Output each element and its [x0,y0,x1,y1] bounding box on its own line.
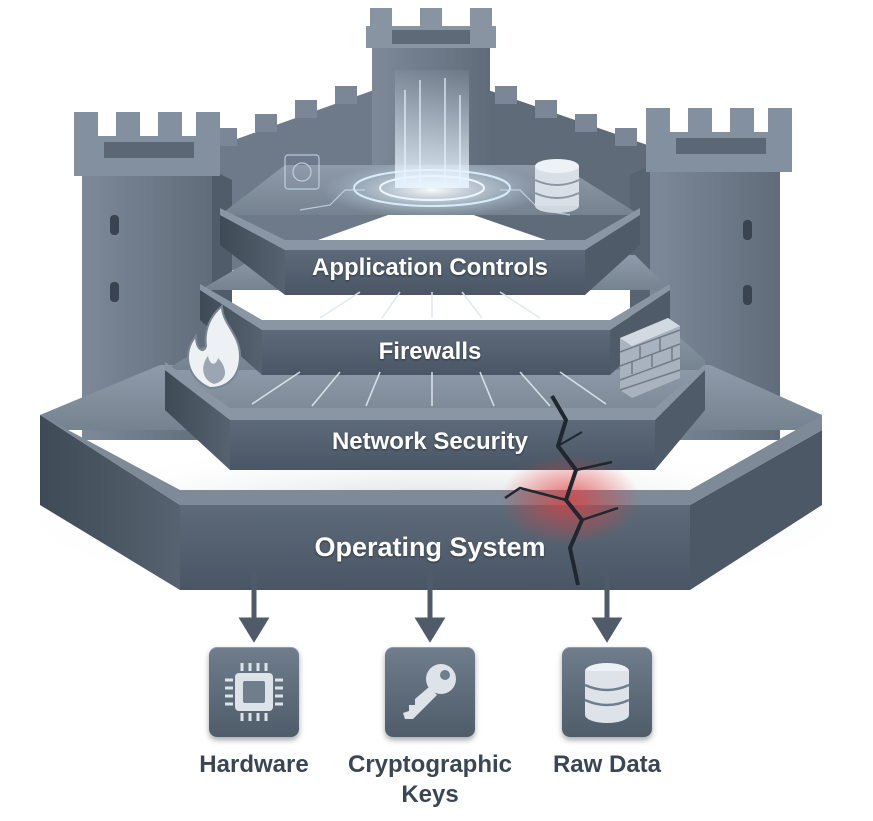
crack-icon [500,394,640,586]
brick-wall-icon [619,318,681,398]
database-icon [584,663,630,723]
resource-arrows [238,572,623,643]
hardware-tile [209,647,299,737]
fire-icon [187,303,242,390]
layer-label-operating-system: Operating System [314,532,546,562]
resource-label-raw-data: Raw Data [552,751,662,778]
cryptographic-keys-tile [385,647,475,737]
resource-label-cryptographic-keys: Cryptographic Keys [347,751,512,808]
database-icon [534,159,580,213]
layer-label-application-controls: Application Controls [312,254,548,281]
layer-label-network-security: Network Security [331,428,529,455]
layer-label-firewalls: Firewalls [378,338,482,365]
inward-arrows [251,291,607,407]
key-icon [403,664,456,719]
data-core-glow [284,70,571,218]
microchip-icon [225,663,283,721]
resource-label-hardware: Hardware [199,751,309,778]
raw-data-tile [562,647,652,737]
